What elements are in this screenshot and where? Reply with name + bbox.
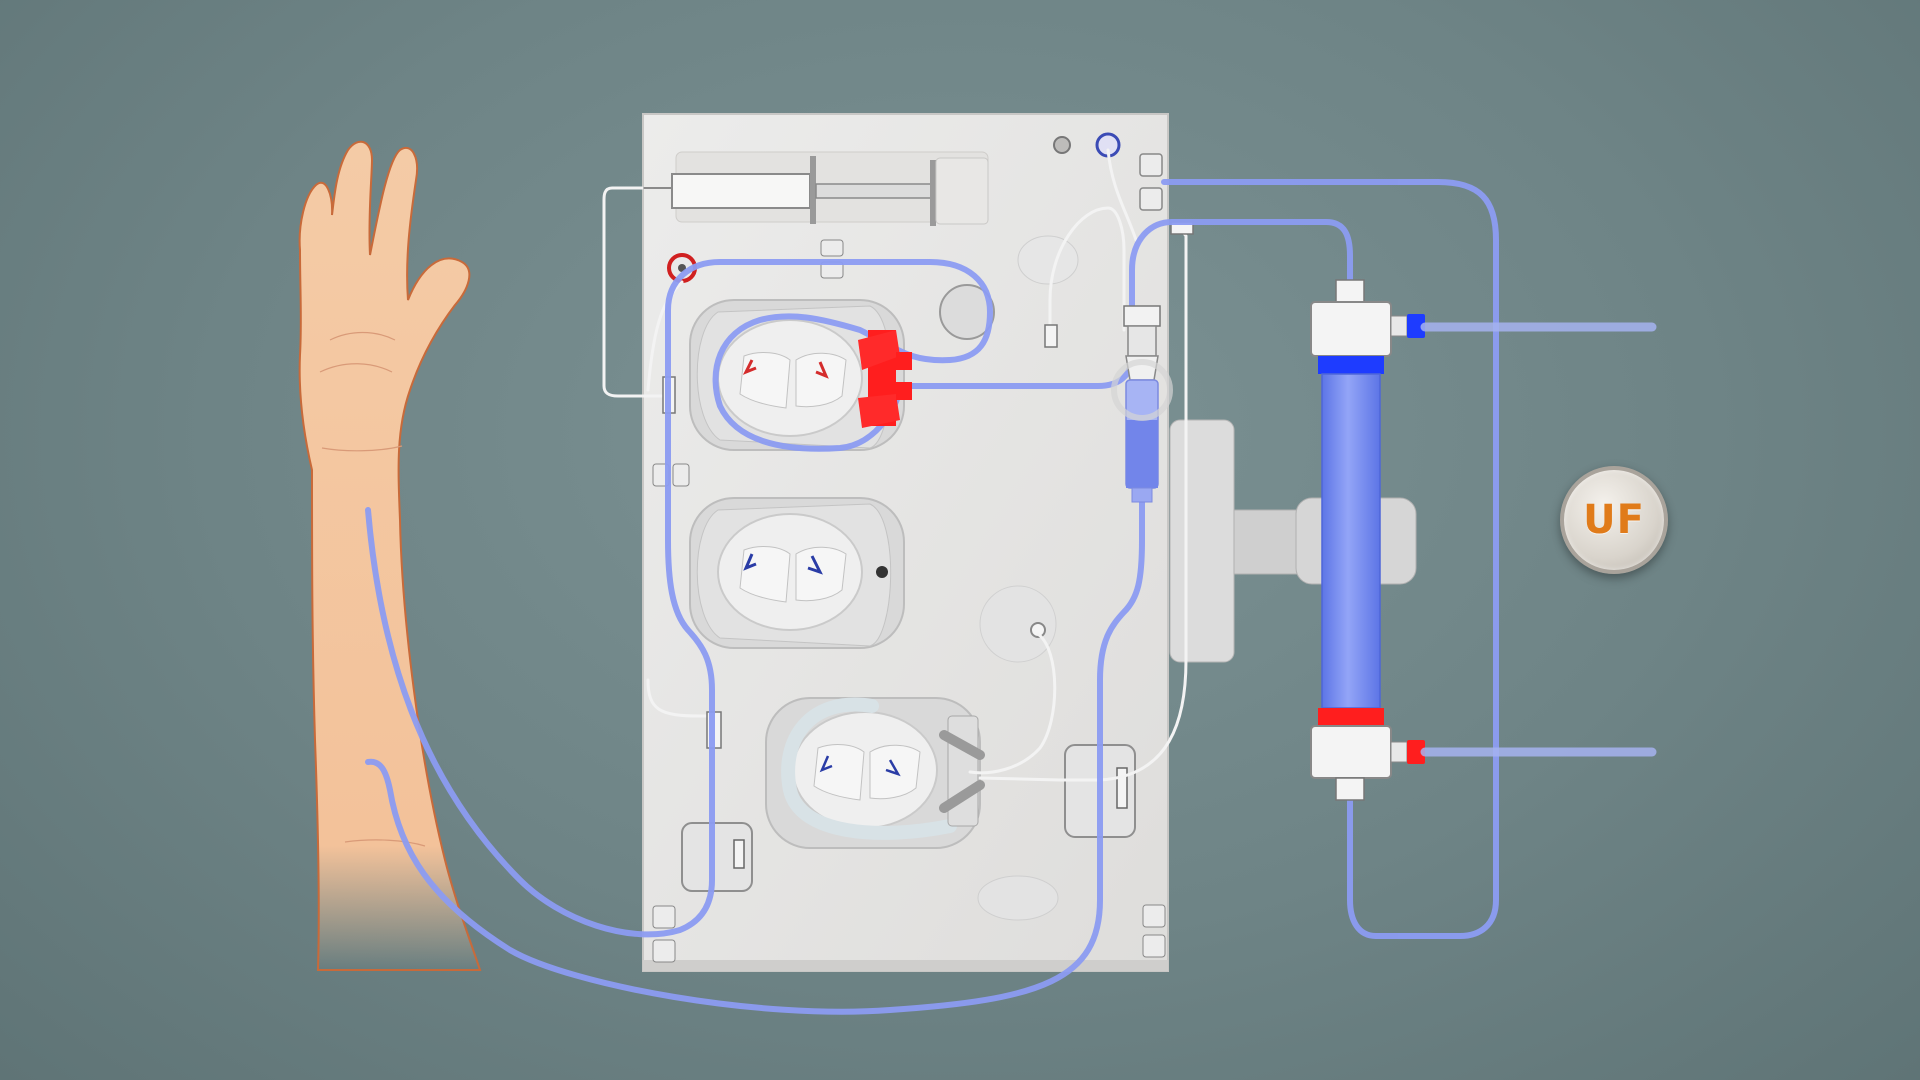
dialyzer-body	[1321, 373, 1381, 709]
arterial-pressure-line	[646, 280, 684, 392]
wrist-crease-line	[321, 445, 403, 452]
dialyzer-side-port	[1390, 315, 1408, 337]
syringe-icon	[642, 151, 989, 226]
dialyzer-top-cap	[1310, 301, 1392, 357]
dialyzer-venous-band	[1318, 356, 1384, 374]
roller-pump-icon	[689, 299, 905, 451]
tube-clip	[1139, 187, 1163, 211]
elbow-crease-line	[344, 839, 426, 847]
dialysate-tubing	[1420, 322, 1657, 757]
venous-blood-line	[365, 487, 1145, 1015]
dialysate-line	[646, 678, 718, 718]
uf-button-label: UF	[1583, 497, 1645, 543]
pressure-pod-icon	[681, 822, 753, 892]
venous-clamp	[1111, 359, 1173, 421]
substitution-line	[978, 224, 1188, 782]
tube-clip	[652, 939, 676, 963]
palm-crease-line	[329, 331, 396, 341]
uf-button[interactable]: UF	[1560, 466, 1668, 574]
clear-tubing	[602, 148, 1188, 782]
pressure-pod-icon	[939, 284, 995, 340]
pressure-monitor-line	[968, 632, 1057, 775]
dialysate-inlet-cap	[1407, 740, 1425, 764]
tube-clip	[1142, 904, 1166, 928]
dialyzer-holder	[1169, 419, 1235, 663]
air-detector	[1017, 235, 1079, 285]
tube-connector	[1044, 324, 1058, 348]
dialyzer-bottom-cap	[1310, 725, 1392, 779]
tube-clip	[1142, 934, 1166, 958]
dialyzer-arterial-band	[1318, 708, 1384, 726]
dialysate-outlet-cap	[1407, 314, 1425, 338]
dialyzer-bottom-port	[1335, 777, 1365, 801]
arterial-pump-connector	[858, 330, 912, 428]
roller-pump-icon	[765, 697, 985, 849]
venous-pressure-line	[1106, 148, 1138, 242]
patient-arm	[298, 140, 482, 971]
tube-clip	[652, 905, 676, 929]
heparin-line	[602, 186, 666, 398]
tube-clip	[1139, 153, 1163, 177]
tube-clip	[820, 239, 844, 257]
tube-clip	[672, 463, 690, 487]
dialyzer-icon	[1310, 279, 1425, 801]
dialyzer-top-port	[1335, 279, 1365, 303]
dialysis-machine-panel	[642, 113, 1417, 972]
roller-pump-icon	[689, 497, 905, 649]
dialyzer-side-port	[1390, 741, 1408, 763]
venous-return-line	[1161, 179, 1499, 939]
panel-shadow	[643, 960, 1168, 971]
hand-arm-icon	[298, 140, 482, 971]
drain-pod	[977, 875, 1059, 921]
saline-line	[1048, 206, 1126, 344]
heparin-pod	[979, 585, 1057, 663]
drip-chamber-icon	[1111, 305, 1173, 503]
palm-crease-line	[319, 363, 393, 373]
port-connector	[1053, 136, 1071, 154]
